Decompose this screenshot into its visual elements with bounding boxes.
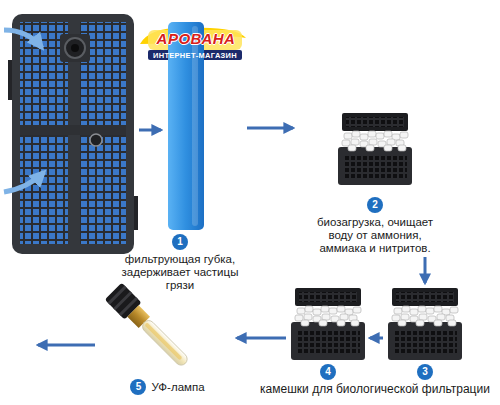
flow-arrow [247,127,293,130]
callout-number: 1 [172,234,188,250]
stage-group: 4 [288,285,368,380]
description-text: УФ-лампа [151,379,204,395]
stage-group: 2 биозагрузка, очищает воду от аммония, а… [295,105,455,255]
logo-text: АРОВАНА [146,30,246,47]
callout-number: 3 [417,364,433,380]
flow-arrow [424,257,427,283]
callout-number: 2 [367,197,383,213]
stage-group: 1 фильтрующая губка, задерживает частицы … [115,20,245,292]
caption-text: камешки для биологической фильтрации [255,382,495,396]
flow-arrow [237,337,286,340]
stage-group: 5 УФ-лампа [100,280,235,395]
callout-number: 5 [130,379,146,395]
description-text: фильтрующая губка, задерживает частицы г… [118,253,243,292]
stage-group: 3 [385,285,465,380]
logo-subtext: ИНТЕРНЕТ-МАГАЗИН [148,51,242,60]
flow-arrow [370,337,383,340]
description-text: биозагрузка, очищает воду от аммония, ам… [308,216,443,255]
callout-number: 4 [320,364,336,380]
